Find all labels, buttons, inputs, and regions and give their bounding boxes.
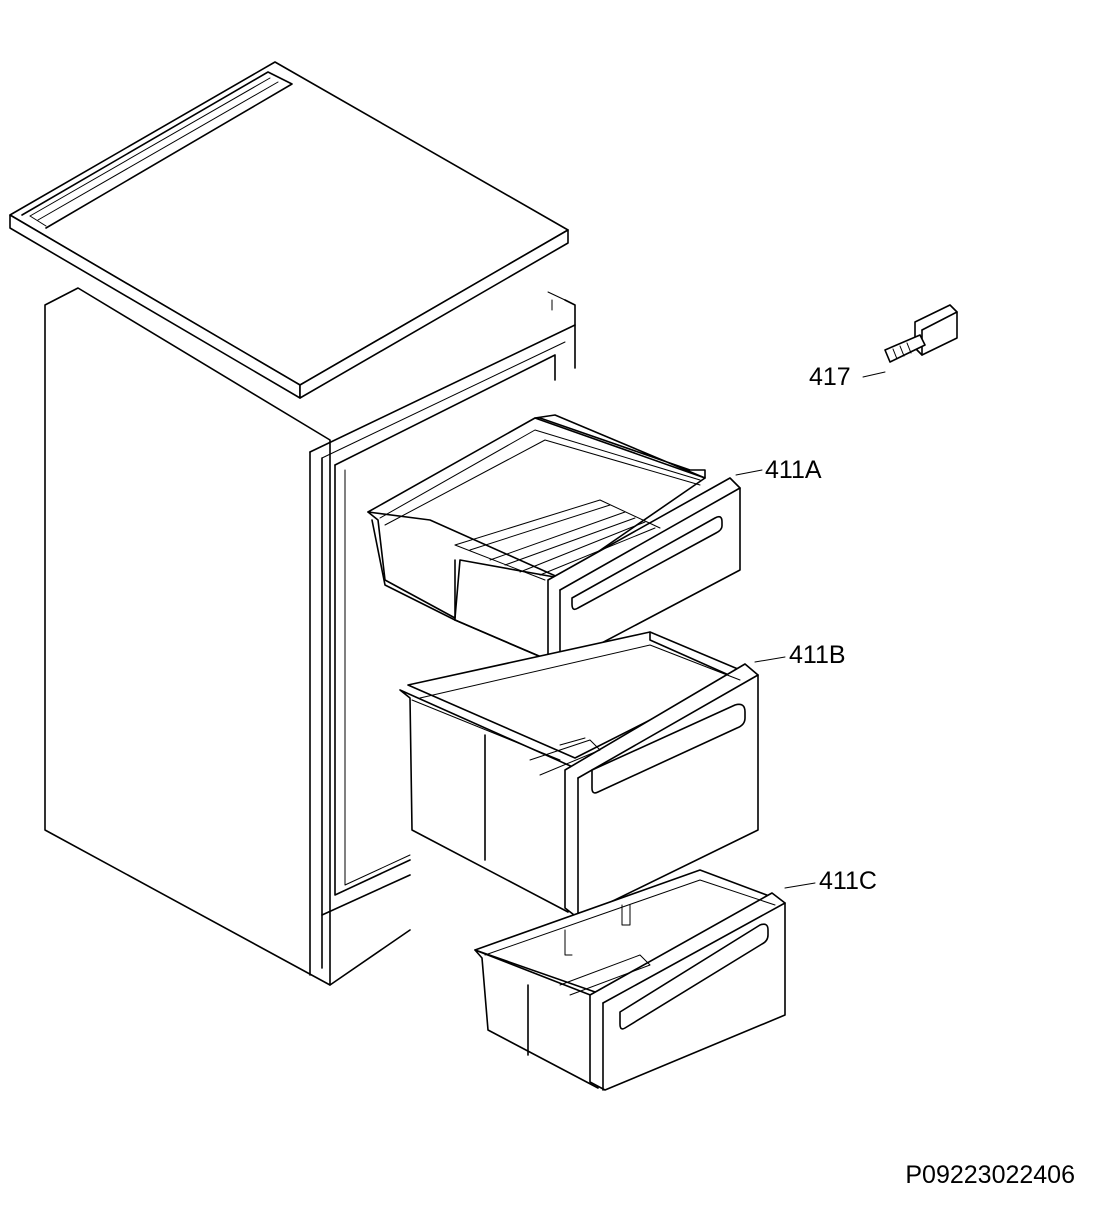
- callout-411c: 411C: [819, 867, 877, 895]
- drawer-411c: [474, 869, 816, 1091]
- callout-417: 417: [809, 363, 851, 391]
- callout-411b: 411B: [789, 641, 846, 669]
- document-number: P09223022406: [905, 1161, 1075, 1189]
- drawer-411a: [367, 414, 763, 666]
- top-cover: [9, 61, 569, 399]
- cabinet: [44, 287, 576, 986]
- key-417: [862, 304, 958, 378]
- callout-411a: 411A: [765, 456, 822, 484]
- drawer-411b: [399, 631, 786, 919]
